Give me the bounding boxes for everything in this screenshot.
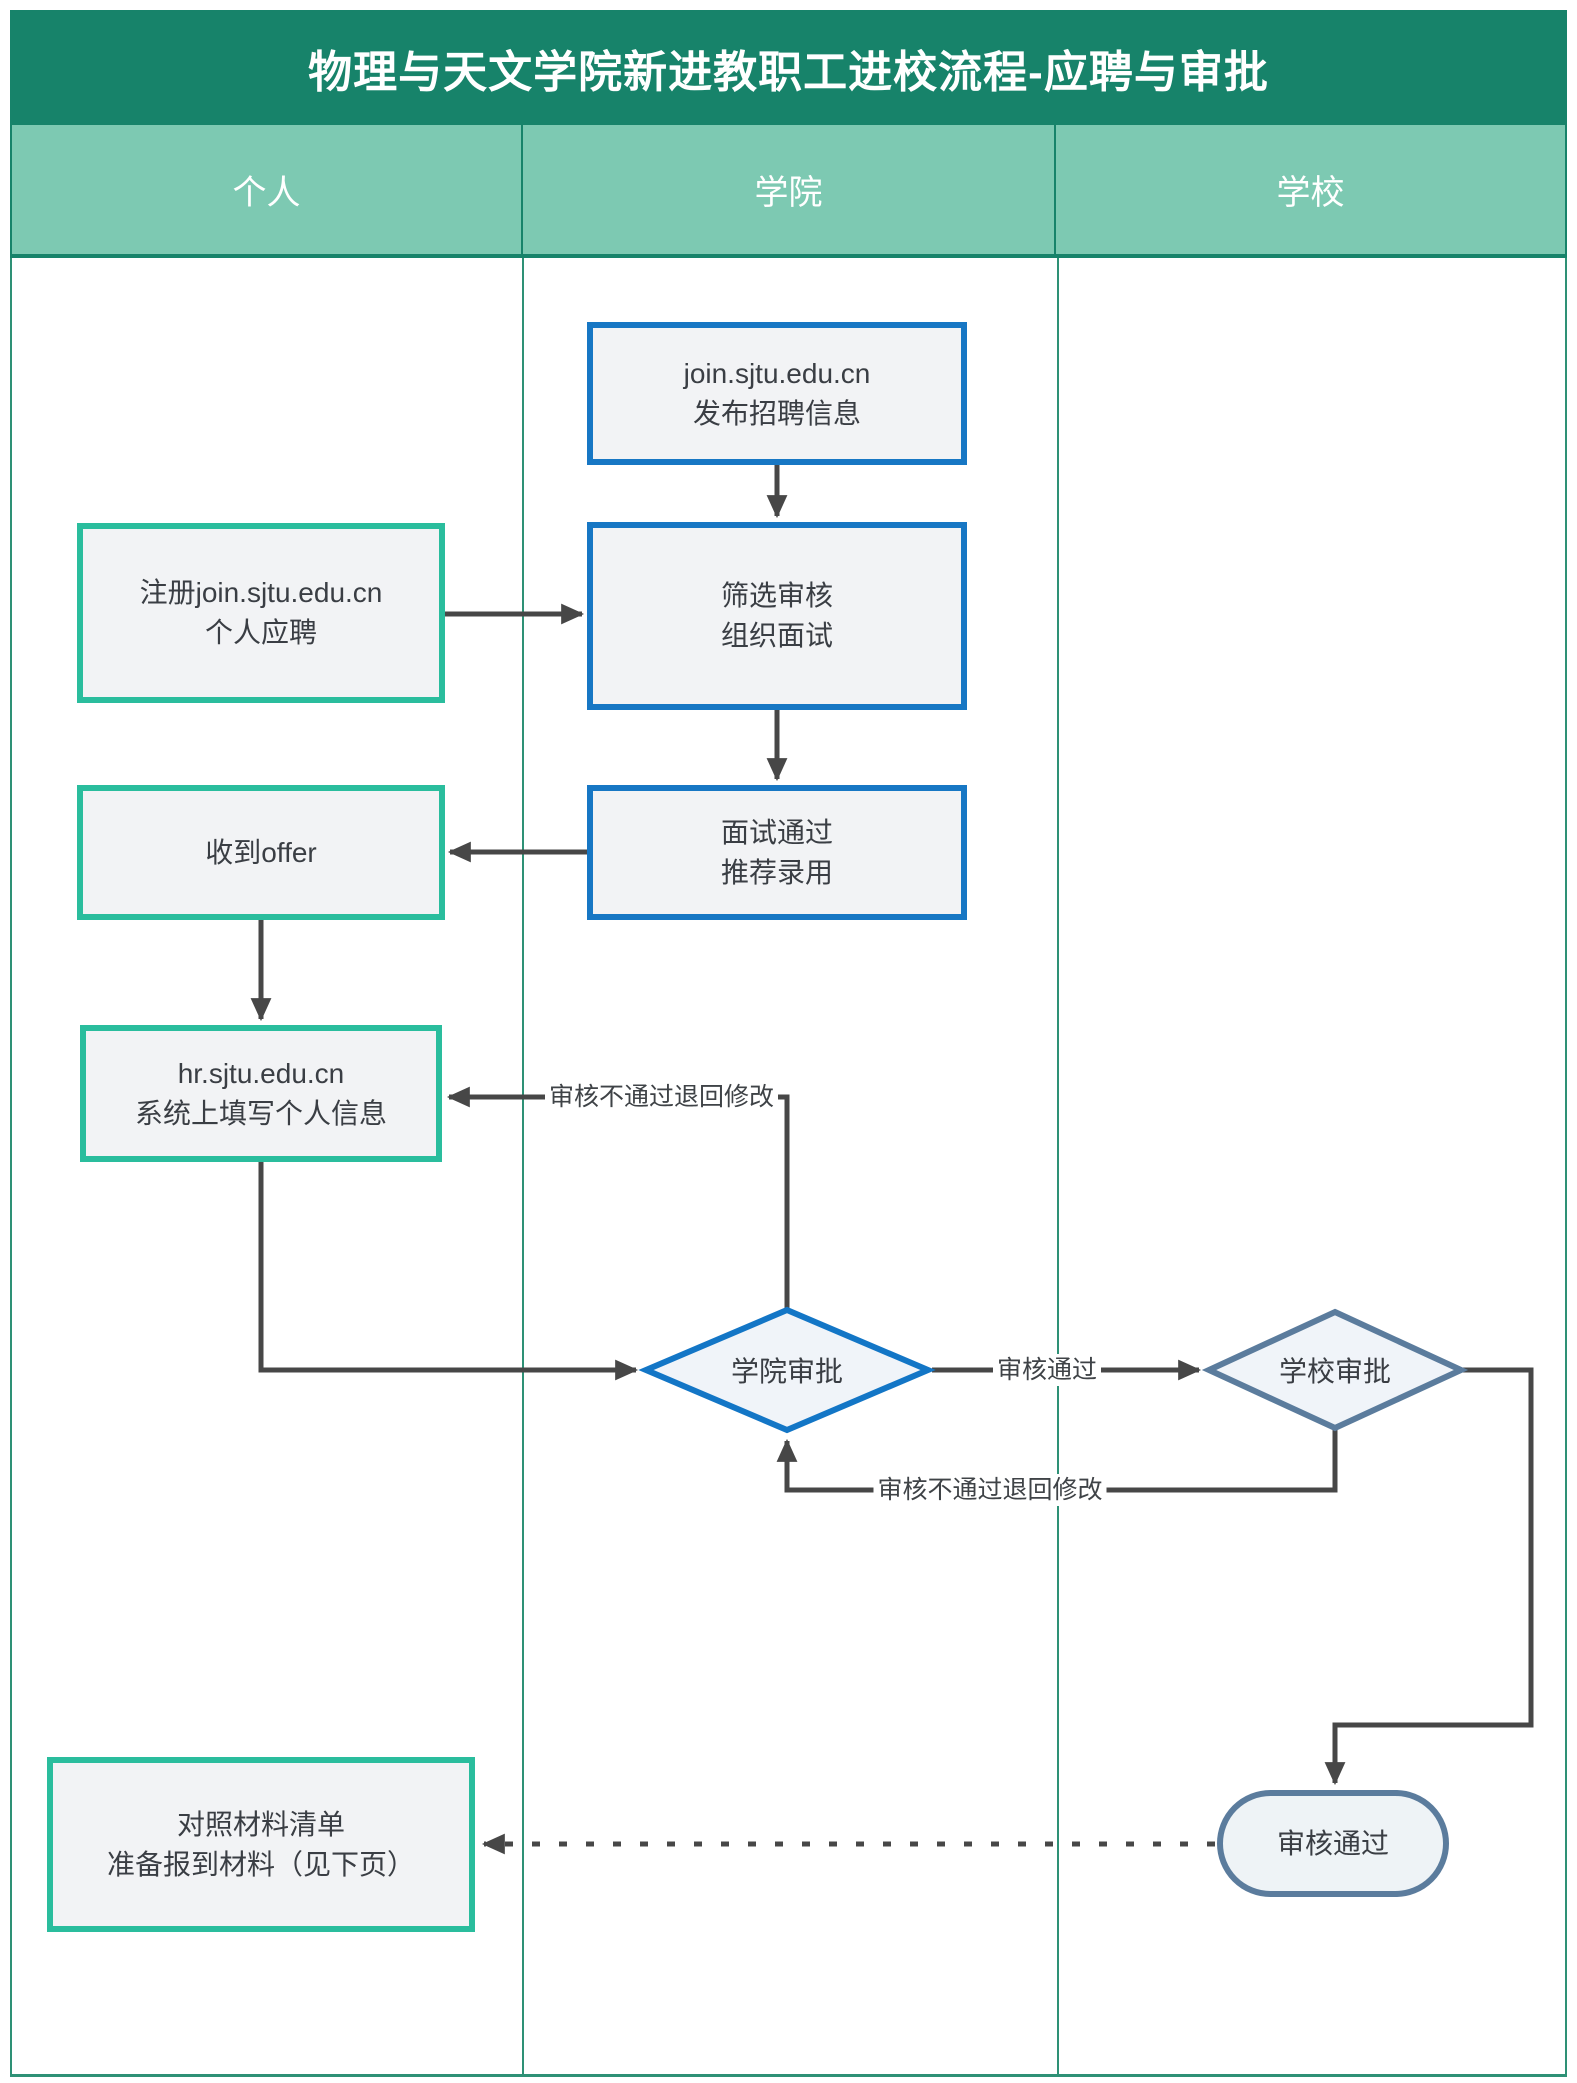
register-apply-line1: 注册join.sjtu.edu.cn (139, 577, 383, 608)
connector-hr-to-college (258, 1162, 639, 1381)
screen-interview-node: 筛选审核 组织面试 (587, 522, 967, 710)
join-publish-node: join.sjtu.edu.cn 发布招聘信息 (587, 322, 967, 465)
receive-offer-line1: 收到offer (205, 836, 317, 868)
approved-label: 审核通过 (1276, 1827, 1389, 1859)
edge-label-pass: 审核通过 (992, 1354, 1102, 1386)
interview-pass-node: 面试通过 推荐录用 (587, 785, 967, 920)
lane-divider-1 (522, 258, 524, 2074)
prepare-materials-node: 对照材料清单 准备报到材料（见下页） (47, 1757, 475, 1932)
lane-header-school: 学校 (1276, 174, 1345, 212)
edge-label-reject-to-hr: 审核不通过退回修改 (545, 1081, 779, 1113)
connector-college-reject-to-hr (446, 1086, 790, 1308)
school-approval-label: 学校审批 (1278, 1356, 1391, 1387)
join-publish-line2: 发布招聘信息 (692, 397, 861, 429)
hr-fill-info-line2: 系统上填写个人信息 (134, 1097, 387, 1129)
school-approval-shape (1201, 1308, 1469, 1432)
connector-school-to-approved (1324, 1367, 1534, 1786)
join-publish-line1: join.sjtu.edu.cn (683, 357, 871, 389)
flow-area: join.sjtu.edu.cn 发布招聘信息 注册join.sjtu.edu.… (10, 258, 1567, 2077)
lane-divider-2 (1057, 258, 1059, 2074)
college-approval-shape (638, 1306, 936, 1434)
hr-fill-info-node: hr.sjtu.edu.cn 系统上填写个人信息 (80, 1025, 442, 1162)
screen-interview-line2: 组织面试 (720, 620, 833, 651)
connector-lines (250, 465, 1534, 1855)
register-apply-node: 注册join.sjtu.edu.cn 个人应聘 (77, 523, 445, 703)
interview-pass-line2: 推荐录用 (720, 856, 833, 888)
college-approval-diamond: 学院审批 (638, 1306, 936, 1434)
hr-fill-info-line1: hr.sjtu.edu.cn (177, 1057, 345, 1089)
register-apply-line2: 个人应聘 (204, 617, 317, 648)
college-approval-label: 学院审批 (730, 1356, 843, 1387)
school-approval-diamond: 学校审批 (1201, 1308, 1469, 1432)
edge-label-reject-to-college: 审核不通过退回修改 (873, 1474, 1107, 1506)
screen-interview-line1: 筛选审核 (720, 580, 833, 611)
interview-pass-line1: 面试通过 (720, 816, 833, 848)
receive-offer-node: 收到offer (77, 785, 445, 920)
prepare-materials-line1: 对照材料清单 (176, 1808, 345, 1840)
page-title: 物理与天文学院新进教职工进校流程-应聘与审批 (10, 10, 1567, 125)
lane-header-personal: 个人 (232, 174, 301, 212)
lane-header-row: 个人 学院 学校 (10, 125, 1567, 258)
lane-header-college: 学院 (521, 125, 1056, 254)
approved-node: 审核通过 (1217, 1790, 1449, 1897)
prepare-materials-line2: 准备报到材料（见下页） (106, 1848, 415, 1880)
